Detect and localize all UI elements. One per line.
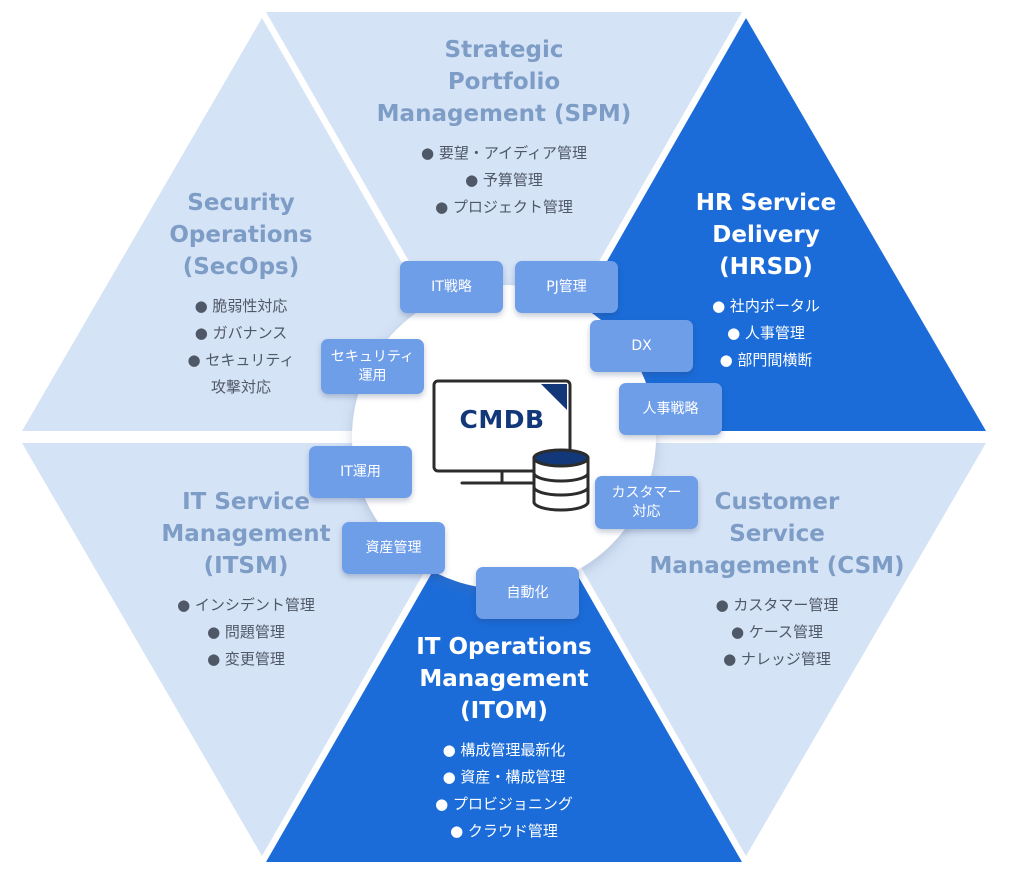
title-line: IT Service [182,489,310,515]
list-item: ● ガバナンス [194,324,288,342]
list-item: ● プロジェクト管理 [435,198,573,216]
pill-it-strategy: IT戦略 [400,261,503,313]
segment-spm-title: Strategic Portfolio Management (SPM) [344,34,664,130]
list-item: ● カスタマー管理 [715,596,839,614]
title-line: Security [187,190,295,216]
segment-spm-shape [266,12,742,427]
list-item: ● プロビジョニング [435,795,573,813]
database-icon [532,448,590,512]
list-item: 攻撃対応 [210,378,271,396]
list-item: ● クラウド管理 [450,822,558,840]
pill-automation: 自動化 [476,567,579,619]
pill-label: 自動化 [506,584,549,601]
list-item: ● 資産・構成管理 [442,768,566,786]
pill-label: PJ管理 [546,278,587,295]
title-line: (HRSD) [719,254,813,280]
title-line: (ITSM) [203,553,289,579]
pill-pj-management: PJ管理 [515,261,618,313]
segment-itsm-title: IT Service Management (ITSM) [106,486,386,582]
list-item: ● インシデント管理 [177,596,315,614]
segment-secops-title: Security Operations (SecOps) [121,187,361,283]
segment-secops: Security Operations (SecOps) ● 脆弱性対応 ● ガ… [121,187,361,401]
list-item: ● セキュリティ [187,351,295,369]
pill-label: IT戦略 [431,278,472,295]
pill-label: IT運用 [340,463,381,480]
list-item: ● 要望・アイディア管理 [420,144,588,162]
title-line: Customer [714,489,840,515]
title-line: Delivery [712,222,820,248]
title-line: (SecOps) [182,254,300,280]
title-line: Management (SPM) [376,101,632,127]
segment-spm: Strategic Portfolio Management (SPM) ● 要… [344,34,664,221]
title-line: IT Operations [416,634,592,660]
pill-label: DX [631,337,652,354]
list-item: ● 部門間横断 [719,351,813,369]
pill-label: カスタマー 対応 [611,484,682,520]
segment-csm: Customer Service Management (CSM) ● カスタマ… [627,486,927,673]
pill-label: 資産管理 [365,539,422,556]
segment-itsm-items: ● インシデント管理 ● 問題管理 ● 変更管理 [106,592,386,673]
title-line: Management [161,521,331,547]
segment-hrsd-title: HR Service Delivery (HRSD) [646,187,886,283]
segment-csm-shape [510,443,986,856]
list-item: ● 脆弱性対応 [194,297,288,315]
monitor-icon [432,379,572,485]
segment-itom-shape [266,447,742,862]
segment-itom-title: IT Operations Management (ITOM) [364,631,644,727]
segment-itom-items: ● 構成管理最新化 ● 資産・構成管理 ● プロビジョニング ● クラウド管理 [364,737,644,845]
list-item: ● ケース管理 [730,623,824,641]
list-item: ● 問題管理 [207,623,285,641]
segment-hrsd: HR Service Delivery (HRSD) ● 社内ポータル ● 人事… [646,187,886,374]
segment-csm-title: Customer Service Management (CSM) [627,486,927,582]
pill-it-operation: IT運用 [309,446,412,498]
pill-label: 人事戦略 [642,400,699,417]
pill-hr-strategy: 人事戦略 [619,383,722,435]
pill-asset-management: 資産管理 [342,522,445,574]
title-line: Strategic [444,37,564,63]
list-item: ● 変更管理 [207,650,285,668]
list-item: ● 社内ポータル [712,297,820,315]
title-line: (ITOM) [460,698,548,724]
cmdb-label: CMDB [459,405,545,434]
segment-spm-items: ● 要望・アイディア管理 ● 予算管理 ● プロジェクト管理 [344,140,664,221]
title-line: Management [419,666,589,692]
pill-customer-support: カスタマー 対応 [595,476,698,529]
list-item: ● 予算管理 [465,171,543,189]
segment-secops-items: ● 脆弱性対応 ● ガバナンス ● セキュリティ 攻撃対応 [121,293,361,401]
title-line: Portfolio [447,69,561,95]
list-item: ● 構成管理最新化 [442,741,566,759]
title-line: Service [729,521,825,547]
pill-label: セキュリティ 運用 [330,348,415,384]
segment-itom: IT Operations Management (ITOM) ● 構成管理最新… [364,631,644,845]
title-line: HR Service [695,190,837,216]
title-line: Operations [169,222,313,248]
list-item: ● ナレッジ管理 [723,650,831,668]
segment-secops-shape [22,18,498,431]
pill-dx: DX [590,320,693,372]
segment-itsm: IT Service Management (ITSM) ● インシデント管理 … [106,486,386,673]
title-line: Management (CSM) [649,553,905,579]
list-item: ● 人事管理 [727,324,805,342]
segment-csm-items: ● カスタマー管理 ● ケース管理 ● ナレッジ管理 [627,592,927,673]
pill-security-operation: セキュリティ 運用 [321,339,424,394]
segment-hrsd-items: ● 社内ポータル ● 人事管理 ● 部門間横断 [646,293,886,374]
